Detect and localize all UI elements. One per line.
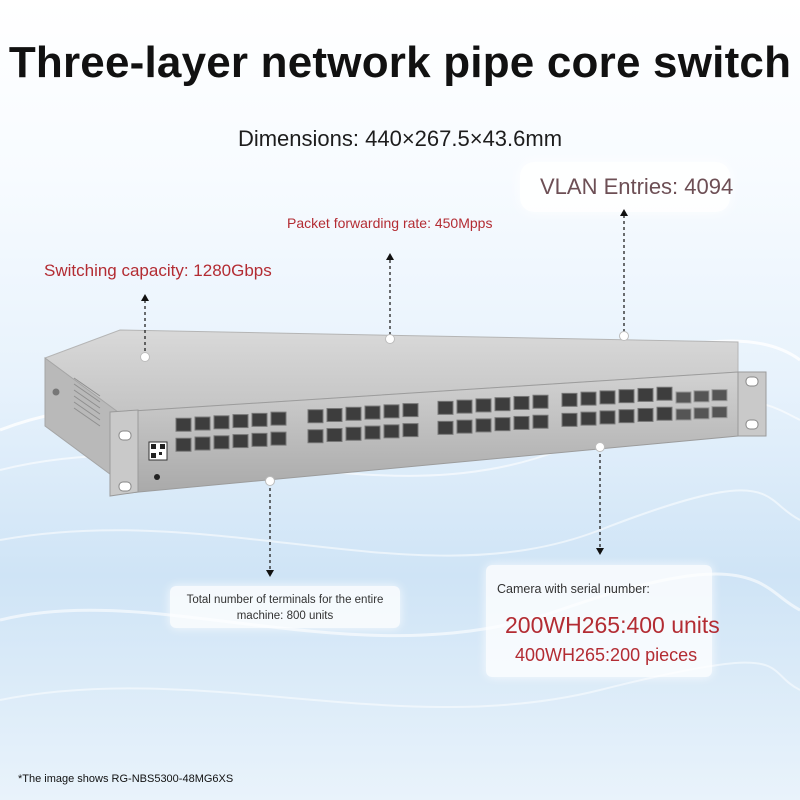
rj45-port: [345, 406, 362, 421]
sfp-port: [693, 390, 710, 403]
terminals-line1: Total number of terminals for the entire: [186, 594, 384, 606]
rj45-port: [402, 403, 419, 418]
rj45-port: [270, 411, 287, 426]
switching-capacity-label: Switching capacity: 1280Gbps: [44, 261, 272, 280]
annotation-dots: [140, 331, 629, 486]
rj45-port: [232, 414, 249, 429]
camera-line1: 200WH265:400 units: [505, 612, 720, 638]
annotation-lines: [144, 215, 625, 570]
sfp-port: [675, 391, 692, 404]
rj45-port: [345, 426, 362, 441]
rj45-port: [194, 436, 211, 451]
packet-forwarding-label: Packet forwarding rate: 450Mpps: [287, 215, 493, 231]
rj45-port: [513, 395, 530, 410]
rj45-port: [599, 410, 616, 425]
sfp-port-grid: [675, 389, 728, 421]
rj45-port: [494, 417, 511, 432]
terminals-line2: machine: 800 units: [236, 610, 334, 622]
rj45-port: [364, 425, 381, 440]
rj45-port: [561, 412, 578, 427]
rj45-port: [270, 431, 287, 446]
rj45-port: [513, 415, 530, 430]
footnote: *The image shows RG-NBS5300-48MG6XS: [18, 773, 234, 785]
rj45-port: [307, 409, 324, 424]
rj45-port: [475, 418, 492, 433]
camera-box: [486, 565, 712, 677]
rj45-port: [175, 437, 192, 452]
rj45-port-grid: [175, 386, 673, 452]
camera-label: Camera with serial number:: [497, 582, 650, 596]
sfp-port: [693, 407, 710, 420]
camera-line2: 400WH265:200 pieces: [515, 645, 698, 665]
rj45-port: [383, 404, 400, 419]
vlan-entries-label: VLAN Entries: 4094: [540, 174, 734, 199]
side-vents: [73, 377, 101, 427]
rj45-port: [637, 387, 654, 402]
rj45-port: [213, 435, 230, 450]
sfp-port: [711, 389, 728, 402]
rj45-port: [175, 417, 192, 432]
rj45-port: [194, 416, 211, 431]
rj45-port: [402, 423, 419, 438]
rj45-port: [580, 411, 597, 426]
sfp-port: [711, 406, 728, 419]
rj45-port: [580, 391, 597, 406]
rj45-port: [251, 432, 268, 447]
terminals-box: [170, 586, 400, 628]
rj45-port: [251, 412, 268, 427]
rj45-port: [364, 405, 381, 420]
rj45-port: [456, 399, 473, 414]
rj45-port: [437, 400, 454, 415]
rj45-port: [326, 408, 343, 423]
rj45-port: [232, 434, 249, 449]
rj45-port: [637, 407, 654, 422]
page-title: Three-layer network pipe core switch: [8, 38, 792, 87]
rj45-port: [437, 420, 454, 435]
sfp-port: [675, 408, 692, 421]
dimensions-text: Dimensions: 440×267.5×43.6mm: [237, 126, 563, 151]
rj45-port: [618, 389, 635, 404]
rj45-port: [213, 415, 230, 430]
annotation-arrowheads: [141, 209, 628, 577]
rj45-port: [383, 424, 400, 439]
rj45-port: [326, 428, 343, 443]
rj45-port: [475, 398, 492, 413]
rj45-port: [532, 394, 549, 409]
rj45-port: [532, 414, 549, 429]
rj45-port: [494, 397, 511, 412]
vlan-pill-background: [520, 162, 730, 212]
rj45-port: [307, 429, 324, 444]
rj45-port: [656, 386, 673, 401]
rj45-port: [561, 392, 578, 407]
terminals-text: Total number of terminals for the entire…: [172, 592, 398, 624]
rj45-port: [618, 409, 635, 424]
rj45-port: [456, 419, 473, 434]
rj45-port: [656, 406, 673, 421]
rj45-port: [599, 390, 616, 405]
